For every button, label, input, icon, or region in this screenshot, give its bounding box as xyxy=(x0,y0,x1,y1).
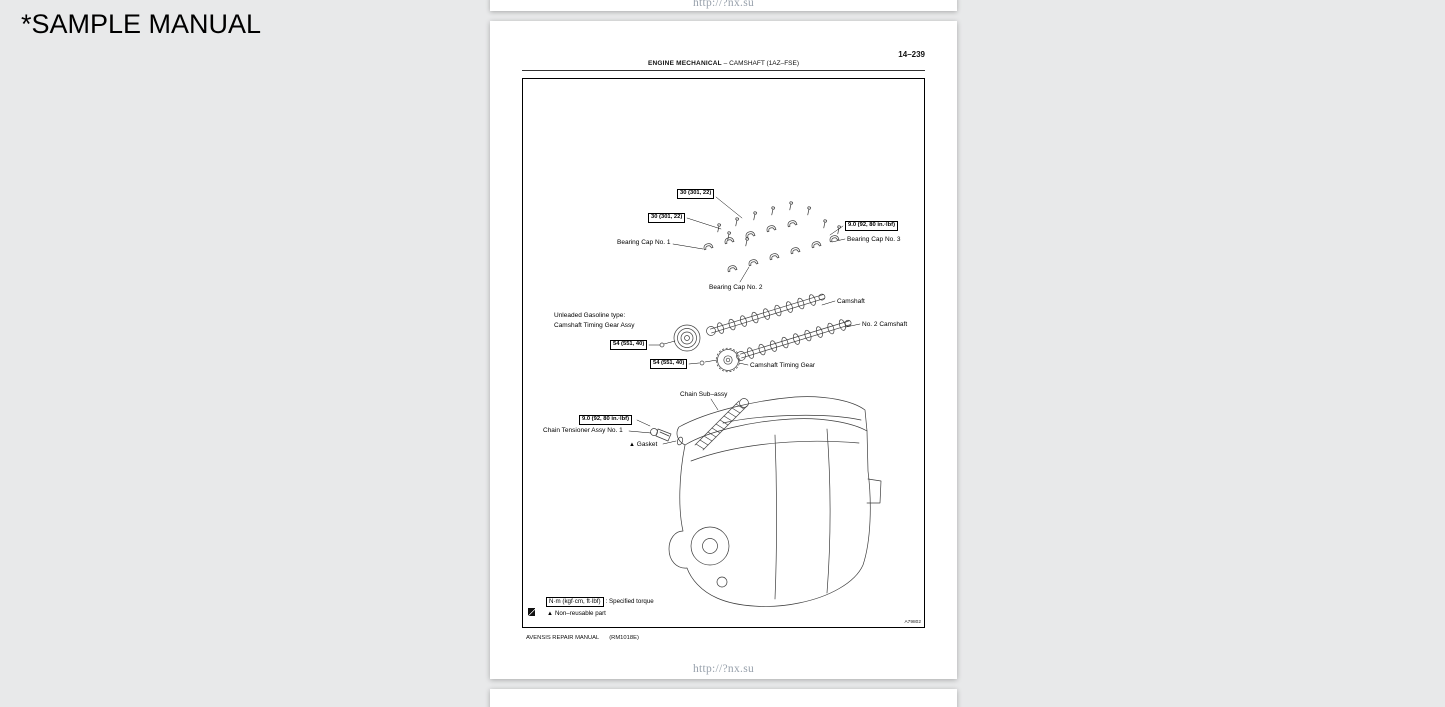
next-page-partial xyxy=(490,689,957,707)
label-no2-camshaft: No. 2 Camshaft xyxy=(862,321,908,328)
footer-title: AVENSIS REPAIR MANUAL xyxy=(526,635,600,641)
document-header: ENGINE MECHANICAL – CAMSHAFT (1AZ–FSE) xyxy=(522,60,925,67)
header-topic: CAMSHAFT (1AZ–FSE) xyxy=(729,60,800,67)
nonreusable-triangle-icon: ▲ xyxy=(547,611,553,617)
legend-nonreusable-text: Non–reusable part xyxy=(554,610,606,617)
page-number: 14–239 xyxy=(898,50,925,59)
previous-page-partial: http://?nx.su xyxy=(490,0,957,11)
label-unleaded-type-line1: Unleaded Gasoline type: xyxy=(554,312,626,319)
figure-frame: 30 (301, 22) 30 (301, 22) 9.0 (92, 80 in… xyxy=(522,78,925,628)
torque-box-30-upper: 30 (301, 22) xyxy=(677,189,715,199)
url-watermark-bottom: http://?nx.su xyxy=(692,663,755,675)
label-gasket: ▲ Gasket xyxy=(629,441,657,449)
torque-box-30-lower: 30 (301, 22) xyxy=(648,213,686,223)
camshaft-drawing xyxy=(706,293,826,336)
torque-box-54-lower: 54 (551, 40) xyxy=(650,359,688,369)
label-bearing-cap-3: Bearing Cap No. 3 xyxy=(847,236,901,243)
legend-nonreusable: ▲ Non–reusable part xyxy=(547,610,606,618)
footer-code: (RM1018E) xyxy=(609,635,639,641)
leader-lines xyxy=(628,196,861,445)
stamp-icon xyxy=(528,608,535,616)
label-bearing-cap-2: Bearing Cap No. 2 xyxy=(709,284,763,291)
label-unleaded-type-line2: Camshaft Timing Gear Assy xyxy=(554,322,635,329)
nonreusable-triangle-icon: ▲ xyxy=(629,442,635,448)
url-watermark-top: http://?nx.su xyxy=(692,0,755,9)
figure-code: A79802 xyxy=(904,620,921,625)
torque-box-9-right: 9.0 (92, 80 in.·lbf) xyxy=(845,221,899,231)
label-camshaft: Camshaft xyxy=(837,298,865,305)
header-section: ENGINE MECHANICAL xyxy=(647,60,722,67)
engine-exploded-diagram xyxy=(628,196,882,607)
bolts-drawing xyxy=(717,201,842,247)
header-rule xyxy=(522,70,925,71)
gasket-drawing xyxy=(676,436,684,446)
torque-box-54-upper: 54 (551, 40) xyxy=(610,340,648,350)
bearing-caps-drawing xyxy=(703,220,840,273)
sample-manual-label: *SAMPLE MANUAL xyxy=(21,9,262,39)
label-chain-subassy: Chain Sub–assy xyxy=(680,391,728,398)
legend-torque: N·m (kgf·cm, ft·lbf) : Specified torque xyxy=(546,597,654,607)
legend-torque-box: N·m (kgf·cm, ft·lbf) xyxy=(546,597,604,607)
timing-gear-drawing xyxy=(699,347,741,373)
label-bearing-cap-1: Bearing Cap No. 1 xyxy=(617,239,671,246)
manual-page: 14–239 ENGINE MECHANICAL – CAMSHAFT (1AZ… xyxy=(490,21,957,679)
header-dash: – xyxy=(723,60,728,67)
engine-block-drawing xyxy=(668,396,882,607)
label-camshaft-timing-gear: Camshaft Timing Gear xyxy=(750,362,816,369)
timing-gear-assy-drawing xyxy=(659,324,701,352)
chain-tensioner-drawing xyxy=(650,428,672,442)
label-chain-tensioner: Chain Tensioner Assy No. 1 xyxy=(543,427,623,434)
page-footer: AVENSIS REPAIR MANUAL (RM1018E) xyxy=(526,635,639,641)
no2-camshaft-drawing xyxy=(736,319,852,361)
torque-box-9-left: 9.0 (92, 80 in.·lbf) xyxy=(579,415,633,425)
label-gasket-text: Gasket xyxy=(636,441,658,448)
timing-chain-drawing xyxy=(694,398,749,451)
legend-torque-text: : Specified torque xyxy=(605,597,654,605)
